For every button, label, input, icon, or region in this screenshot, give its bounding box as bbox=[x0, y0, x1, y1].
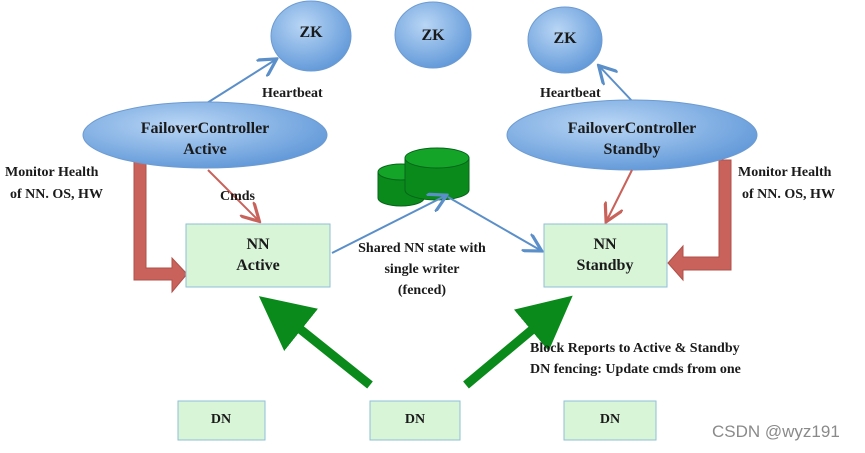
dn-node-2: DN bbox=[369, 400, 461, 441]
failover-controller-active: FailoverController Active bbox=[82, 101, 328, 169]
svg-text:NN: NN bbox=[593, 236, 617, 253]
svg-text:FailoverController: FailoverController bbox=[141, 120, 270, 137]
svg-text:NN: NN bbox=[246, 236, 270, 253]
watermark: CSDN @wyz191 bbox=[712, 422, 840, 441]
svg-text:ZK: ZK bbox=[553, 30, 577, 47]
failover-controller-standby: FailoverController Standby bbox=[506, 99, 758, 171]
svg-text:DN: DN bbox=[600, 412, 620, 427]
svg-text:Standby: Standby bbox=[604, 141, 661, 158]
zk-node-1: ZK bbox=[270, 0, 352, 72]
svg-text:Active: Active bbox=[183, 141, 227, 158]
monitor-arrow-right bbox=[667, 159, 732, 282]
block-report-arrow-standby bbox=[463, 295, 573, 389]
block-report-arrow-active bbox=[258, 296, 373, 389]
shared-arrow-active bbox=[331, 196, 445, 254]
svg-text:Active: Active bbox=[236, 257, 280, 274]
zk-node-3: ZK bbox=[527, 6, 603, 74]
zk-node-2: ZK bbox=[394, 1, 472, 69]
shared-arrow-standby bbox=[447, 196, 540, 250]
cmds-arrow-active bbox=[207, 169, 258, 220]
cmds-arrow-standby bbox=[607, 169, 633, 220]
svg-text:ZK: ZK bbox=[421, 27, 445, 44]
heartbeat-label-right: Heartbeat bbox=[540, 86, 601, 101]
dn-node-1: DN bbox=[177, 400, 266, 441]
svg-text:DN: DN bbox=[211, 412, 231, 427]
nn-standby: NN Standby bbox=[543, 223, 668, 288]
svg-text:Standby: Standby bbox=[577, 257, 634, 274]
svg-text:ZK: ZK bbox=[299, 24, 323, 41]
dn-node-3: DN bbox=[563, 400, 657, 441]
shared-storage-icon bbox=[377, 147, 470, 207]
monitor-arrow-left bbox=[133, 159, 188, 294]
cmds-label: Cmds bbox=[220, 189, 256, 204]
heartbeat-arrow-right bbox=[600, 67, 634, 103]
nn-active: NN Active bbox=[185, 223, 331, 288]
svg-text:DN: DN bbox=[405, 412, 425, 427]
heartbeat-arrow-left bbox=[206, 60, 275, 104]
svg-text:FailoverController: FailoverController bbox=[568, 120, 697, 137]
heartbeat-label-left: Heartbeat bbox=[262, 86, 323, 101]
